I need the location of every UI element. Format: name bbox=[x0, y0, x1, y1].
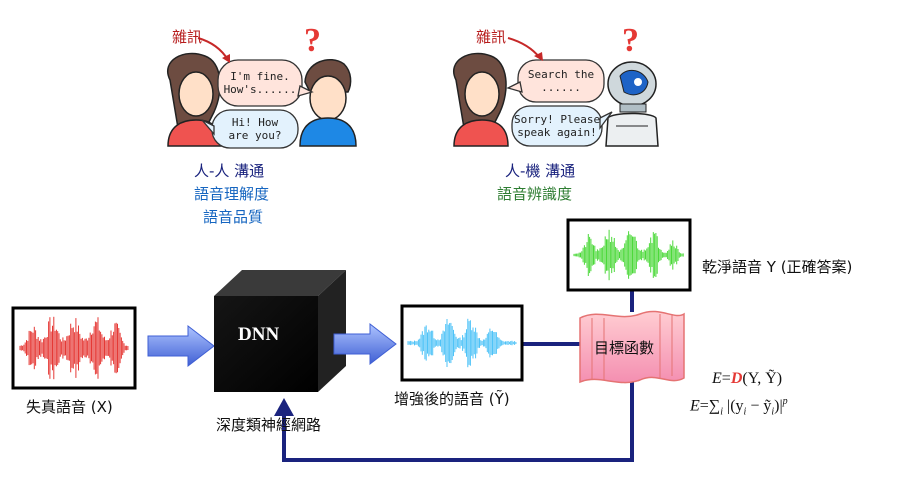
distorted-waveform bbox=[19, 316, 129, 380]
noise-label: 雜訊 bbox=[476, 28, 507, 46]
dnn-label: DNN bbox=[238, 324, 280, 345]
caption-human-human: 人-人 溝通 bbox=[194, 162, 265, 180]
input-label: 失真語音 (X) bbox=[26, 398, 113, 416]
formula-subscript: i bbox=[720, 406, 723, 418]
formula-line-2: E=∑i |(yi − ỹi)|p bbox=[690, 396, 788, 418]
formula-args: (Y, Ỹ) bbox=[742, 370, 783, 387]
bubble-line: I'm fine. bbox=[230, 70, 290, 83]
bubble-line: Sorry! Please bbox=[514, 113, 601, 126]
formula-symbol: = bbox=[721, 370, 731, 387]
dnn-caption: 深度類神經網路 bbox=[216, 416, 322, 434]
formula-symbol: ∑ bbox=[708, 397, 721, 415]
formula-symbol: E bbox=[690, 397, 700, 415]
arrow-to-dnn bbox=[147, 324, 215, 368]
enhanced-waveform bbox=[407, 318, 517, 368]
formula-line-1: E=D(Y, Ỹ) bbox=[712, 370, 782, 388]
bubble-line: Search the bbox=[527, 68, 595, 81]
pink-bubble-text: Search the ...... bbox=[522, 68, 600, 94]
formula-symbol: E bbox=[712, 370, 722, 387]
dnn-cube bbox=[214, 270, 346, 392]
objective-label: 目標函數 bbox=[594, 339, 655, 357]
blue-bubble-text: Hi! How are you? bbox=[216, 116, 294, 142]
caption-human-machine: 人-機 溝通 bbox=[505, 162, 576, 180]
human-machine-scene bbox=[453, 37, 659, 147]
enhanced-label: 增強後的語音 (Ỹ) bbox=[394, 390, 510, 408]
formula-body: )| bbox=[774, 397, 783, 415]
formula-function: D bbox=[730, 370, 743, 387]
caption-recognition: 語音辨識度 bbox=[497, 185, 573, 203]
formula-subscript: i bbox=[743, 406, 747, 418]
clean-label: 乾淨語音 Y (正確答案) bbox=[702, 258, 853, 276]
caption-intelligibility: 語音理解度 bbox=[194, 185, 270, 203]
pink-speech-bubble bbox=[217, 59, 303, 107]
bubble-line: ...... bbox=[541, 81, 581, 94]
formula-body: |(y bbox=[727, 397, 744, 415]
question-mark-icon: ? bbox=[304, 22, 321, 59]
human-human-scene bbox=[167, 37, 357, 149]
formula-body: − ỹ bbox=[746, 397, 772, 415]
robot-icon bbox=[605, 61, 659, 147]
woman-icon bbox=[453, 52, 509, 147]
question-mark-icon: ? bbox=[622, 22, 639, 59]
caption-quality: 語音品質 bbox=[203, 208, 264, 226]
formula-symbol: = bbox=[699, 397, 709, 415]
bubble-line: How's...... bbox=[223, 83, 297, 96]
arrow-to-enhanced bbox=[333, 322, 397, 366]
pink-speech-bubble bbox=[517, 59, 605, 103]
blue-bubble-text: Sorry! Please speak again! bbox=[514, 113, 600, 139]
man-icon bbox=[299, 59, 357, 147]
pink-bubble-text: I'm fine. How's...... bbox=[222, 70, 298, 96]
formula-superscript: p bbox=[782, 396, 788, 407]
clean-waveform bbox=[573, 229, 684, 281]
formula-subscript: i bbox=[771, 406, 775, 418]
feedback-arrowhead bbox=[274, 398, 294, 416]
bubble-line: speak again! bbox=[517, 126, 597, 139]
objective-function-flag bbox=[579, 310, 685, 384]
feedback-connector bbox=[282, 290, 634, 462]
bubble-line: are you? bbox=[228, 129, 282, 142]
bubble-line: Hi! How bbox=[231, 116, 279, 129]
noise-arrow bbox=[507, 37, 541, 59]
noise-label: 雜訊 bbox=[172, 28, 203, 46]
